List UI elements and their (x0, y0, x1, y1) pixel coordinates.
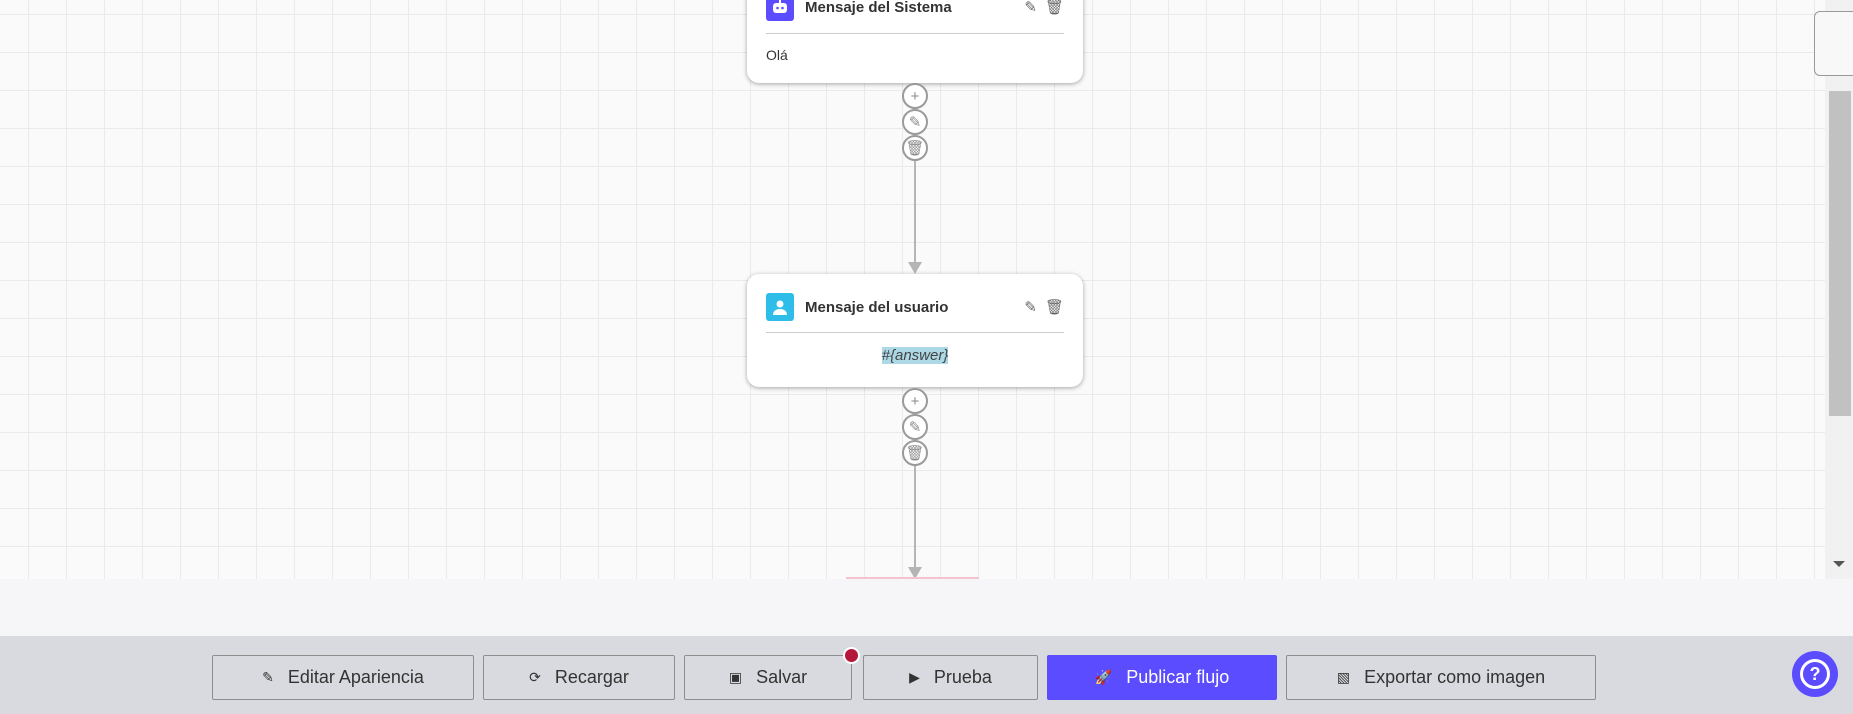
robot-icon (766, 0, 794, 21)
export-image-button[interactable]: ▧ Exportar como imagen (1286, 655, 1596, 700)
vertical-scrollbar[interactable] (1825, 0, 1853, 579)
divider (766, 332, 1064, 333)
node-content: #{answer} (881, 347, 949, 364)
connector-line (914, 466, 916, 568)
arrow-down-icon (908, 262, 922, 274)
node-title: Mensaje del Sistema (805, 0, 952, 16)
play-icon: ▶ (909, 669, 920, 685)
test-button[interactable]: ▶ Prueba (863, 655, 1038, 700)
node-user-message[interactable]: Mensaje del usuario ✎ 🗑 #{answer} (747, 274, 1083, 387)
trash-icon[interactable]: 🗑 (1044, 0, 1064, 16)
edit-node-button[interactable]: ✎ (902, 109, 928, 135)
delete-node-button[interactable]: 🗑 (902, 135, 928, 161)
minimap-panel[interactable] (1814, 11, 1853, 76)
add-node-button[interactable]: + (902, 83, 928, 109)
edit-node-button[interactable]: ✎ (902, 414, 928, 440)
edit-appearance-button[interactable]: ✎ Editar Apariencia (212, 655, 474, 700)
button-label: Exportar como imagen (1364, 667, 1546, 687)
unsaved-indicator (843, 647, 860, 664)
save-button[interactable]: ▣ Salvar (684, 655, 852, 700)
image-icon: ▧ (1336, 669, 1351, 685)
trash-icon[interactable]: 🗑 (1044, 299, 1064, 316)
add-node-button[interactable]: + (902, 388, 928, 414)
edit-icon[interactable]: ✎ (1024, 0, 1037, 16)
arrow-down-icon (908, 567, 922, 579)
scroll-down-arrow-icon[interactable] (1833, 561, 1845, 567)
next-node-edge (846, 577, 979, 579)
node-system-message[interactable]: Mensaje del Sistema ✎ 🗑 Olá (747, 0, 1083, 83)
button-label: Recargar (554, 667, 629, 687)
help-button[interactable]: ? (1792, 651, 1838, 697)
button-label: Prueba (933, 667, 992, 687)
connector-line (914, 161, 916, 263)
divider (766, 33, 1064, 34)
user-icon (766, 293, 794, 321)
rocket-icon: 🚀 (1094, 669, 1113, 685)
save-icon: ▣ (728, 669, 743, 685)
flow-canvas[interactable]: Mensaje del Sistema ✎ 🗑 Olá + ✎ 🗑 Mensaj… (0, 0, 1825, 579)
delete-node-button[interactable]: 🗑 (902, 440, 928, 466)
reload-button[interactable]: ⟳ Recargar (483, 655, 675, 700)
publish-flow-button[interactable]: 🚀 Publicar flujo (1047, 655, 1277, 700)
edit-icon: ✎ (262, 669, 274, 685)
node-title: Mensaje del usuario (805, 298, 949, 316)
button-label: Editar Apariencia (287, 667, 424, 687)
edit-icon[interactable]: ✎ (1024, 299, 1037, 316)
node-content: Olá (766, 47, 788, 63)
refresh-icon: ⟳ (529, 669, 541, 685)
bottom-toolbar: ✎ Editar Apariencia ⟳ Recargar ▣ Salvar ▶ Pr… (0, 636, 1853, 714)
help-icon: ? (1800, 659, 1830, 689)
button-label: Salvar (756, 667, 808, 687)
button-label: Publicar flujo (1126, 667, 1230, 687)
scrollbar-thumb[interactable] (1829, 91, 1851, 416)
